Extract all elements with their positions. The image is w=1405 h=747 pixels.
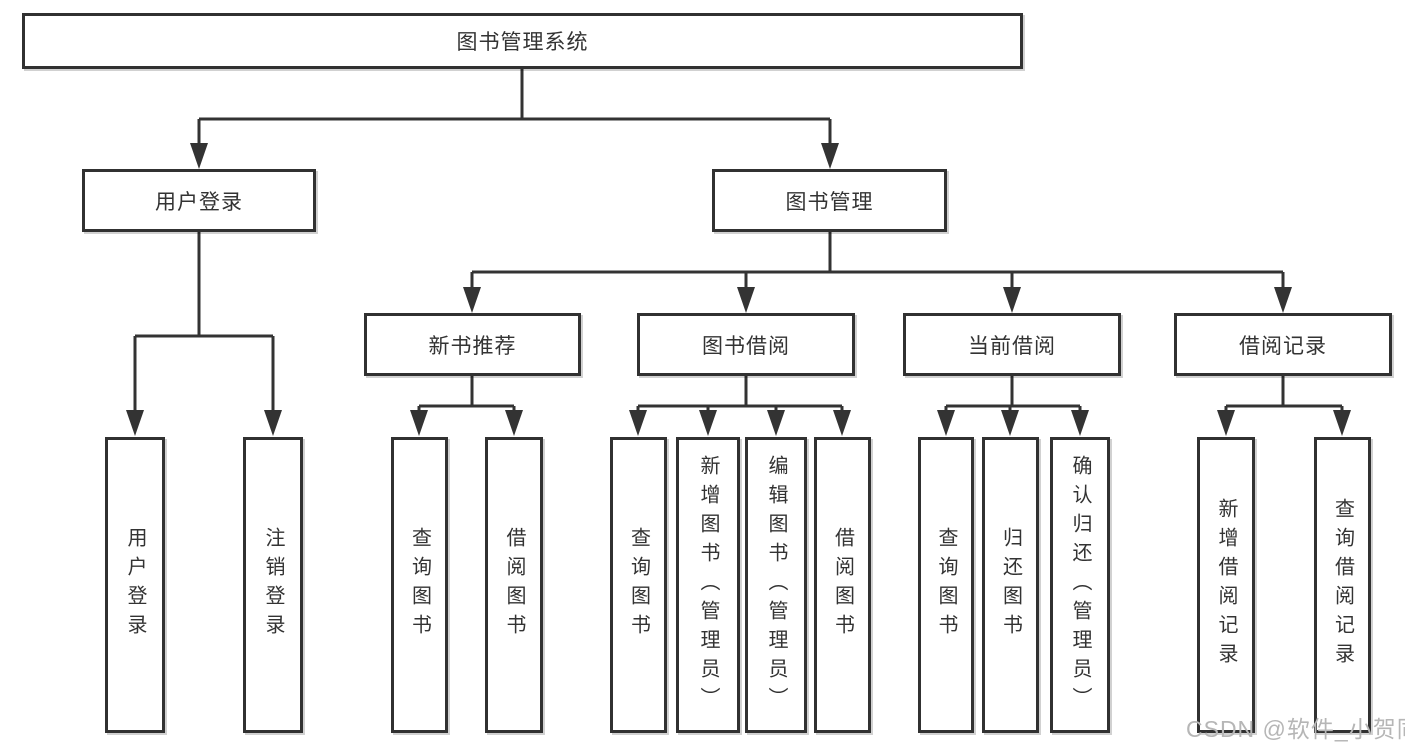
leaf-add-borrow-record: 新增借阅记录 (1197, 437, 1255, 733)
leaf-query-books-1: 查询图书 (391, 437, 448, 733)
node-label: 图书管理 (785, 190, 874, 214)
node-label: 查询借阅记录 (1331, 498, 1354, 672)
node-label: 编辑图书（管理员） (765, 454, 787, 716)
leaf-return-book: 归还图书 (982, 437, 1039, 733)
node-label: 新增借阅记录 (1215, 498, 1237, 672)
node-label: 查询图书 (408, 527, 431, 643)
node-label: 当前借阅 (968, 334, 1056, 358)
node-label: 新书推荐 (428, 334, 517, 358)
leaf-logout: 注销登录 (243, 437, 303, 733)
node-label: 新增图书（管理员） (697, 454, 719, 716)
node-current-borrow: 当前借阅 (903, 313, 1121, 376)
node-borrow-records: 借阅记录 (1174, 313, 1392, 376)
leaf-borrow-books-2: 借阅图书 (814, 437, 871, 733)
node-label: 用户登录 (124, 527, 146, 643)
leaf-edit-book-admin: 编辑图书（管理员） (745, 437, 807, 733)
node-label: 查询图书 (627, 527, 650, 643)
node-label: 借阅图书 (831, 527, 854, 643)
leaf-query-books-3: 查询图书 (918, 437, 974, 733)
leaf-add-book-admin: 新增图书（管理员） (676, 437, 740, 733)
leaf-borrow-books-1: 借阅图书 (485, 437, 543, 733)
node-label: 归还图书 (999, 527, 1022, 643)
leaf-confirm-return-admin: 确认归还（管理员） (1050, 437, 1110, 733)
node-book-borrow: 图书借阅 (637, 313, 855, 376)
node-label: 借阅记录 (1239, 334, 1327, 358)
node-label: 确认归还（管理员） (1069, 454, 1091, 716)
node-new-book-recommend: 新书推荐 (364, 313, 581, 376)
node-label: 图书管理系统 (456, 31, 589, 54)
node-user-login-branch: 用户登录 (82, 169, 316, 232)
csdn-watermark: CSDN @软件_小贺同学 (1186, 716, 1405, 742)
node-label: 用户登录 (155, 190, 243, 214)
node-label: 借阅图书 (503, 527, 525, 643)
leaf-query-books-2: 查询图书 (610, 437, 667, 733)
leaf-user-login: 用户登录 (105, 437, 165, 733)
node-label: 查询图书 (935, 527, 957, 643)
node-label: 注销登录 (262, 527, 284, 643)
node-book-management-branch: 图书管理 (712, 169, 947, 232)
node-root-library-system: 图书管理系统 (22, 13, 1023, 69)
leaf-query-borrow-record: 查询借阅记录 (1314, 437, 1371, 733)
node-label: 图书借阅 (702, 334, 790, 358)
